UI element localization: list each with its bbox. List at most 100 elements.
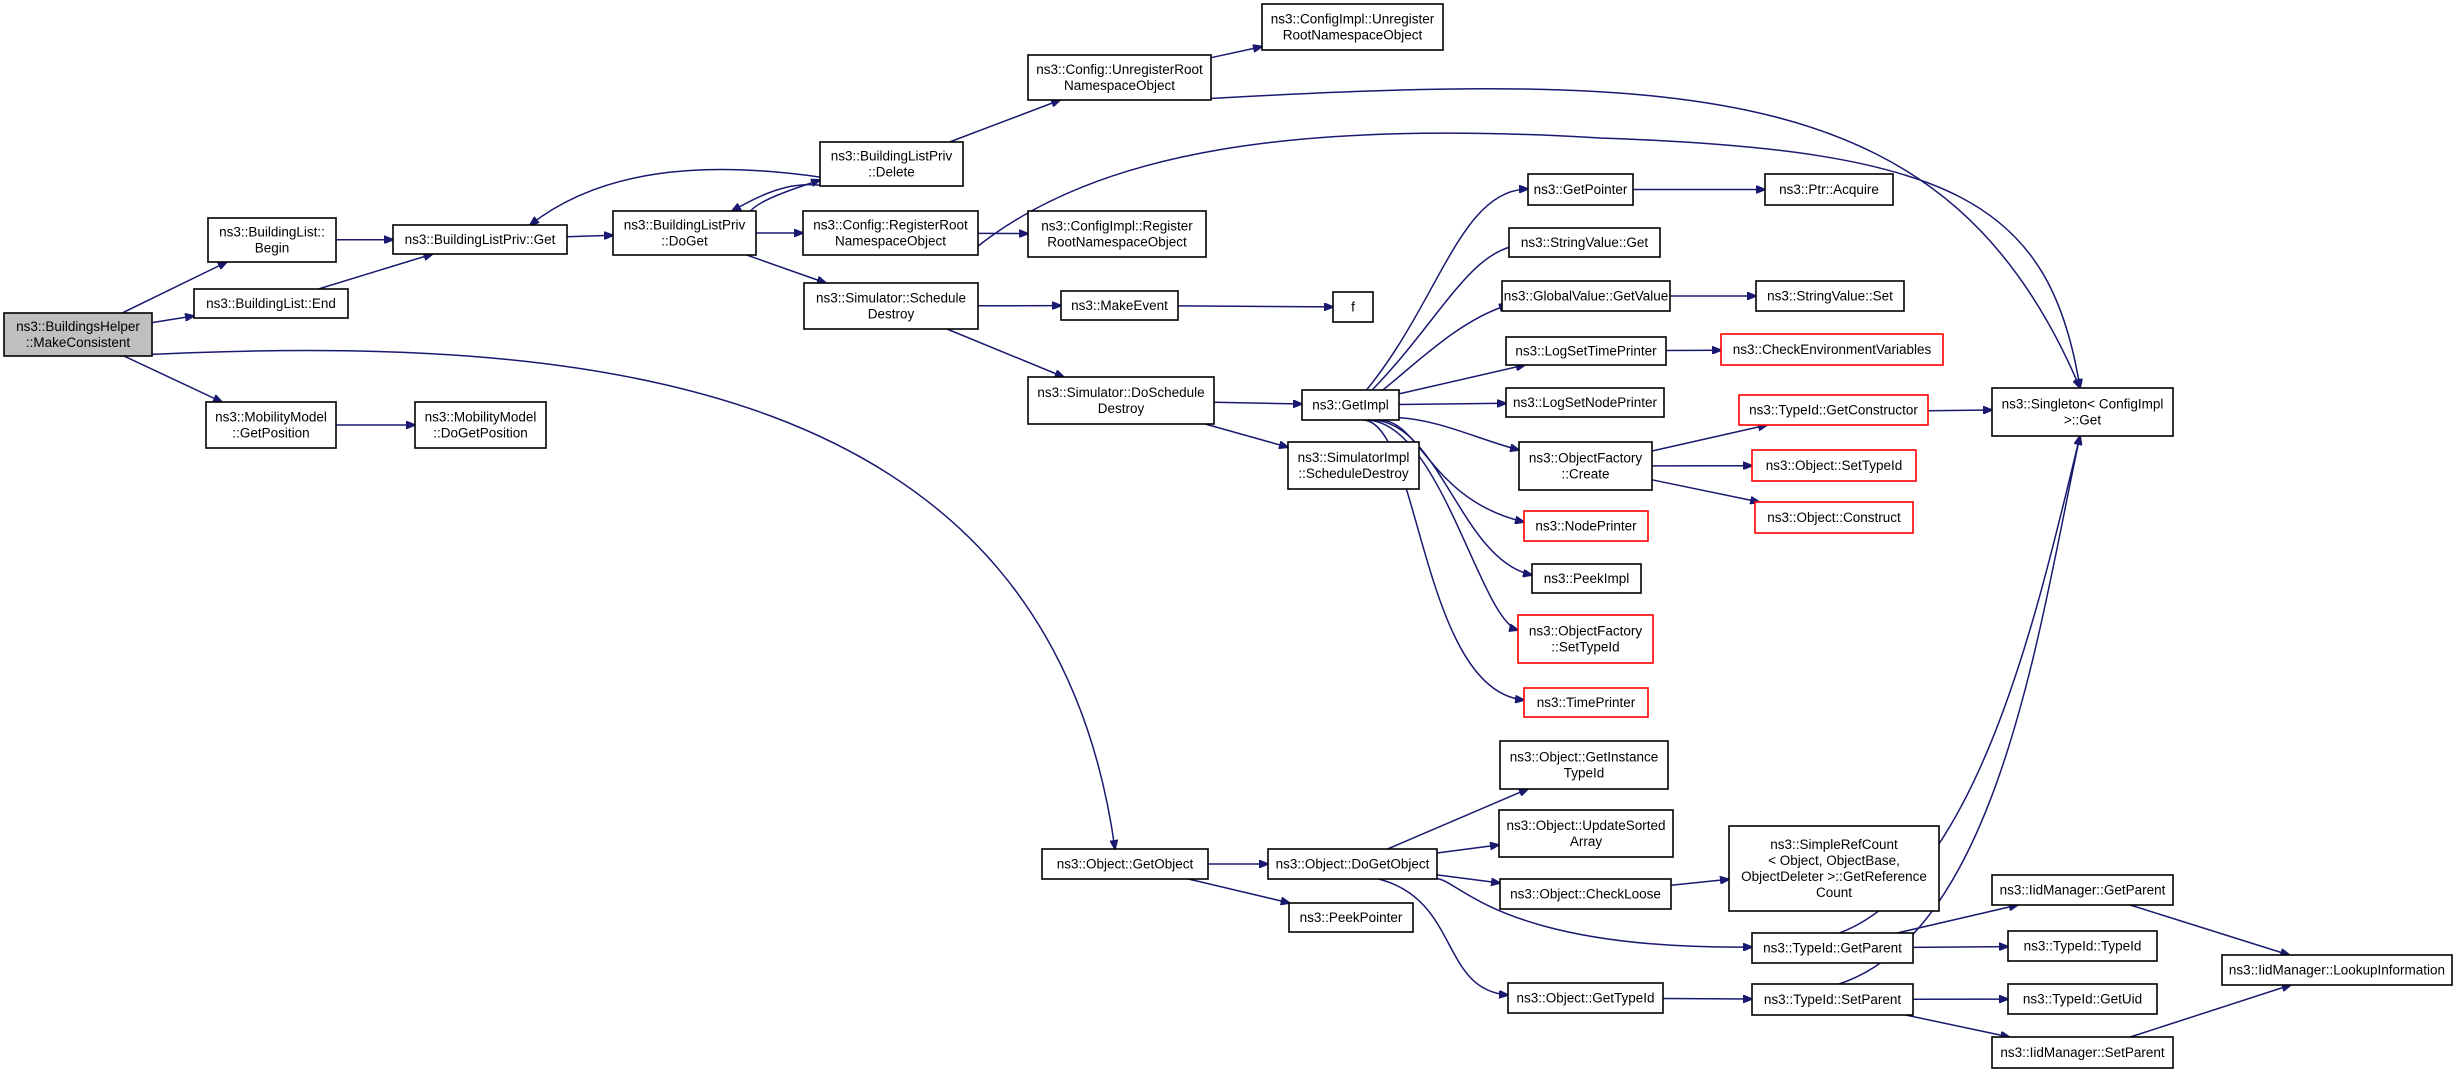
node-logsetnode[interactable]: ns3::LogSetNodePrinter bbox=[1505, 387, 1665, 418]
edge-obj_dogetobject-to-obj_updsorted bbox=[1436, 845, 1499, 854]
node-box bbox=[1751, 932, 1914, 964]
node-box bbox=[1499, 878, 1672, 910]
node-bl-begin[interactable]: ns3::BuildingList::Begin bbox=[207, 217, 337, 263]
node-label-line: ns3::TimePrinter bbox=[1537, 695, 1636, 710]
node-iid-getparent[interactable]: ns3::IidManager::GetParent bbox=[1991, 874, 2174, 906]
node-box bbox=[2007, 983, 2158, 1015]
node-root[interactable]: ns3::BuildingsHelper::MakeConsistent bbox=[3, 312, 153, 357]
node-simplerefcount[interactable]: ns3::SimpleRefCount< Object, ObjectBase,… bbox=[1728, 825, 1940, 912]
node-peekpointer[interactable]: ns3::PeekPointer bbox=[1288, 902, 1414, 933]
node-box bbox=[1720, 333, 1944, 366]
node-box bbox=[1499, 740, 1669, 790]
node-mm-getpos[interactable]: ns3::MobilityModel::GetPosition bbox=[205, 401, 337, 449]
node-label-line: ::GetPosition bbox=[232, 425, 309, 440]
node-typeid-getuid[interactable]: ns3::TypeId::GetUid bbox=[2007, 983, 2158, 1015]
node-box bbox=[1498, 809, 1674, 858]
node-label-line: TypeId bbox=[1564, 765, 1605, 780]
node-box bbox=[1755, 280, 1905, 312]
node-iid-lookup[interactable]: ns3::IidManager::LookupInformation bbox=[2221, 954, 2453, 986]
edge-of_create-to-typeid_getctor bbox=[1651, 425, 1767, 452]
node-label-line: ns3::GlobalValue::GetValue bbox=[1504, 288, 1669, 303]
node-timeprinter[interactable]: ns3::TimePrinter bbox=[1523, 687, 1649, 718]
node-of-create[interactable]: ns3::ObjectFactory::Create bbox=[1518, 441, 1653, 491]
node-strval-get[interactable]: ns3::StringValue::Get bbox=[1508, 227, 1661, 258]
node-label-line: ns3::LogSetTimePrinter bbox=[1515, 343, 1657, 358]
node-obj-dogetobject[interactable]: ns3::Object::DoGetObject bbox=[1267, 848, 1438, 880]
node-box bbox=[392, 224, 568, 255]
node-cfgimpl-reg[interactable]: ns3::ConfigImpl::RegisterRootNamespaceOb… bbox=[1027, 210, 1207, 258]
edge-cfg_reg-to-singleton bbox=[977, 132, 2080, 388]
node-label-line: ns3::Object::SetTypeId bbox=[1766, 458, 1903, 473]
edge-getimpl-to-getpointer bbox=[1365, 189, 1529, 391]
node-blp-get[interactable]: ns3::BuildingListPriv::Get bbox=[392, 224, 568, 255]
node-blp-delete[interactable]: ns3::BuildingListPriv::Delete bbox=[819, 141, 964, 187]
node-label-line: NamespaceObject bbox=[835, 233, 946, 248]
node-box bbox=[2007, 930, 2158, 962]
node-box bbox=[1505, 336, 1667, 366]
node-getpointer[interactable]: ns3::GetPointer bbox=[1527, 173, 1634, 206]
node-typeid-getparent[interactable]: ns3::TypeId::GetParent bbox=[1751, 932, 1914, 964]
node-cfgimpl-unreg[interactable]: ns3::ConfigImpl::UnregisterRootNamespace… bbox=[1261, 3, 1444, 51]
node-label-line: ns3::TypeId::TypeId bbox=[2024, 938, 2142, 953]
node-obj-construct[interactable]: ns3::Object::Construct bbox=[1754, 501, 1914, 534]
node-of-settypeid[interactable]: ns3::ObjectFactory::SetTypeId bbox=[1517, 614, 1654, 664]
node-box bbox=[207, 217, 337, 263]
node-f[interactable]: f bbox=[1332, 291, 1374, 323]
node-obj-settypeid[interactable]: ns3::Object::SetTypeId bbox=[1751, 449, 1917, 482]
node-iid-setparent[interactable]: ns3::IidManager::SetParent bbox=[1991, 1036, 2174, 1069]
node-box bbox=[1027, 54, 1212, 101]
node-blp-doget[interactable]: ns3::BuildingListPriv::DoGet bbox=[612, 210, 757, 256]
node-label-line: ::Create bbox=[1561, 466, 1609, 481]
edge-cfg_unreg-to-singleton bbox=[1184, 88, 2080, 388]
node-strval-set[interactable]: ns3::StringValue::Set bbox=[1755, 280, 1905, 312]
node-label-line: >::Get bbox=[2064, 412, 2101, 427]
node-makeevent[interactable]: ns3::MakeEvent bbox=[1060, 290, 1179, 321]
node-box bbox=[1531, 563, 1642, 594]
node-gv-getvalue[interactable]: ns3::GlobalValue::GetValue bbox=[1501, 280, 1671, 312]
node-cfg-unreg[interactable]: ns3::Config::UnregisterRootNamespaceObje… bbox=[1027, 54, 1212, 101]
node-ptr-acquire[interactable]: ns3::Ptr::Acquire bbox=[1764, 173, 1894, 206]
node-label-line: ::DoGetPosition bbox=[433, 425, 528, 440]
node-box bbox=[1507, 982, 1664, 1014]
node-peekimpl[interactable]: ns3::PeekImpl bbox=[1531, 563, 1642, 594]
node-sim-sched[interactable]: ns3::Simulator::ScheduleDestroy bbox=[803, 282, 979, 330]
node-bl-end[interactable]: ns3::BuildingList::End bbox=[193, 288, 349, 319]
node-label-line: ns3::BuildingListPriv::Get bbox=[405, 232, 556, 247]
node-singleton[interactable]: ns3::Singleton< ConfigImpl >::Get bbox=[1991, 387, 2174, 437]
node-obj-checkloose[interactable]: ns3::Object::CheckLoose bbox=[1499, 878, 1672, 910]
node-label-line: ::ScheduleDestroy bbox=[1298, 466, 1409, 481]
node-label-line: ::DoGet bbox=[661, 233, 708, 248]
edge-obj_dogetobject-to-obj_gettypeid bbox=[1378, 878, 1508, 995]
node-box bbox=[193, 288, 349, 319]
node-typeid-setparent[interactable]: ns3::TypeId::SetParent bbox=[1751, 983, 1914, 1016]
node-box bbox=[1041, 848, 1209, 880]
edges-layer bbox=[120, 47, 2291, 1037]
node-box bbox=[1991, 1036, 2174, 1069]
node-label-line: Array bbox=[1570, 834, 1603, 849]
node-box bbox=[1501, 280, 1671, 312]
edge-root-to-bl_begin bbox=[121, 262, 227, 314]
node-label-line: ns3::Object::GetInstance bbox=[1510, 749, 1659, 764]
node-box bbox=[803, 282, 979, 330]
node-logsettime[interactable]: ns3::LogSetTimePrinter bbox=[1505, 336, 1667, 366]
node-label-line: ns3::MobilityModel bbox=[215, 409, 327, 424]
node-typeid-typeid[interactable]: ns3::TypeId::TypeId bbox=[2007, 930, 2158, 962]
node-box bbox=[1508, 227, 1661, 258]
node-obj-getobject[interactable]: ns3::Object::GetObject bbox=[1041, 848, 1209, 880]
node-typeid-getctor[interactable]: ns3::TypeId::GetConstructor bbox=[1738, 394, 1929, 426]
node-simimpl-sched[interactable]: ns3::SimulatorImpl::ScheduleDestroy bbox=[1287, 441, 1420, 490]
node-obj-gettypeid[interactable]: ns3::Object::GetTypeId bbox=[1507, 982, 1664, 1014]
edge-makeevent-to-f bbox=[1177, 306, 1333, 307]
node-nodeprinter[interactable]: ns3::NodePrinter bbox=[1523, 510, 1649, 542]
node-mm-dogetpos[interactable]: ns3::MobilityModel::DoGetPosition bbox=[414, 401, 547, 449]
node-getimpl[interactable]: ns3::GetImpl bbox=[1301, 389, 1400, 421]
node-label-line: ns3::BuildingsHelper bbox=[16, 319, 140, 334]
edge-blp_delete-to-cfg_unreg bbox=[949, 100, 1061, 143]
edge-getimpl-to-of_create bbox=[1398, 416, 1519, 450]
node-box bbox=[1754, 501, 1914, 534]
node-checkenv[interactable]: ns3::CheckEnvironmentVariables bbox=[1720, 333, 1944, 366]
